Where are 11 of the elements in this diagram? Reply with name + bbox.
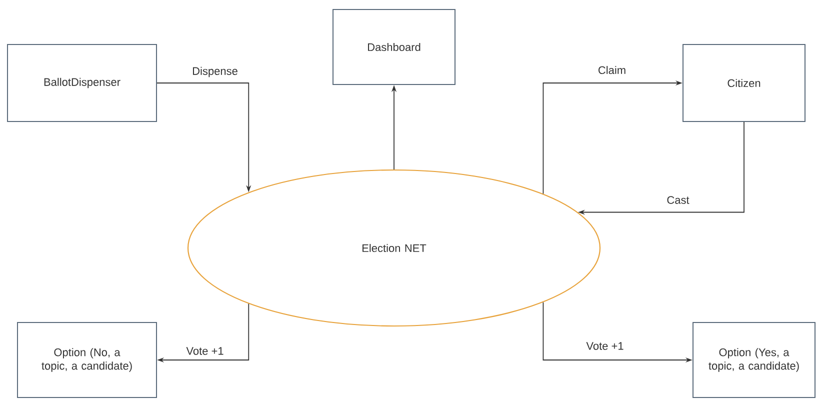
edge-label: Dispense [191, 66, 239, 78]
process-box: Option (No, a topic, a candidate) [17, 322, 157, 398]
edge-label: Claim [596, 64, 628, 76]
edge-label: Cast [666, 195, 690, 205]
process-box: Citizen [682, 44, 806, 122]
process-box: Option (Yes, a topic, a candidate) [692, 322, 816, 398]
process-box: Dashboard [332, 9, 456, 85]
process-box: BallotDispenser [7, 44, 157, 122]
ellipse-node: Election NET [187, 169, 601, 327]
edge-label: Vote +1 [185, 346, 225, 356]
edge-label: Vote +1 [585, 341, 625, 351]
